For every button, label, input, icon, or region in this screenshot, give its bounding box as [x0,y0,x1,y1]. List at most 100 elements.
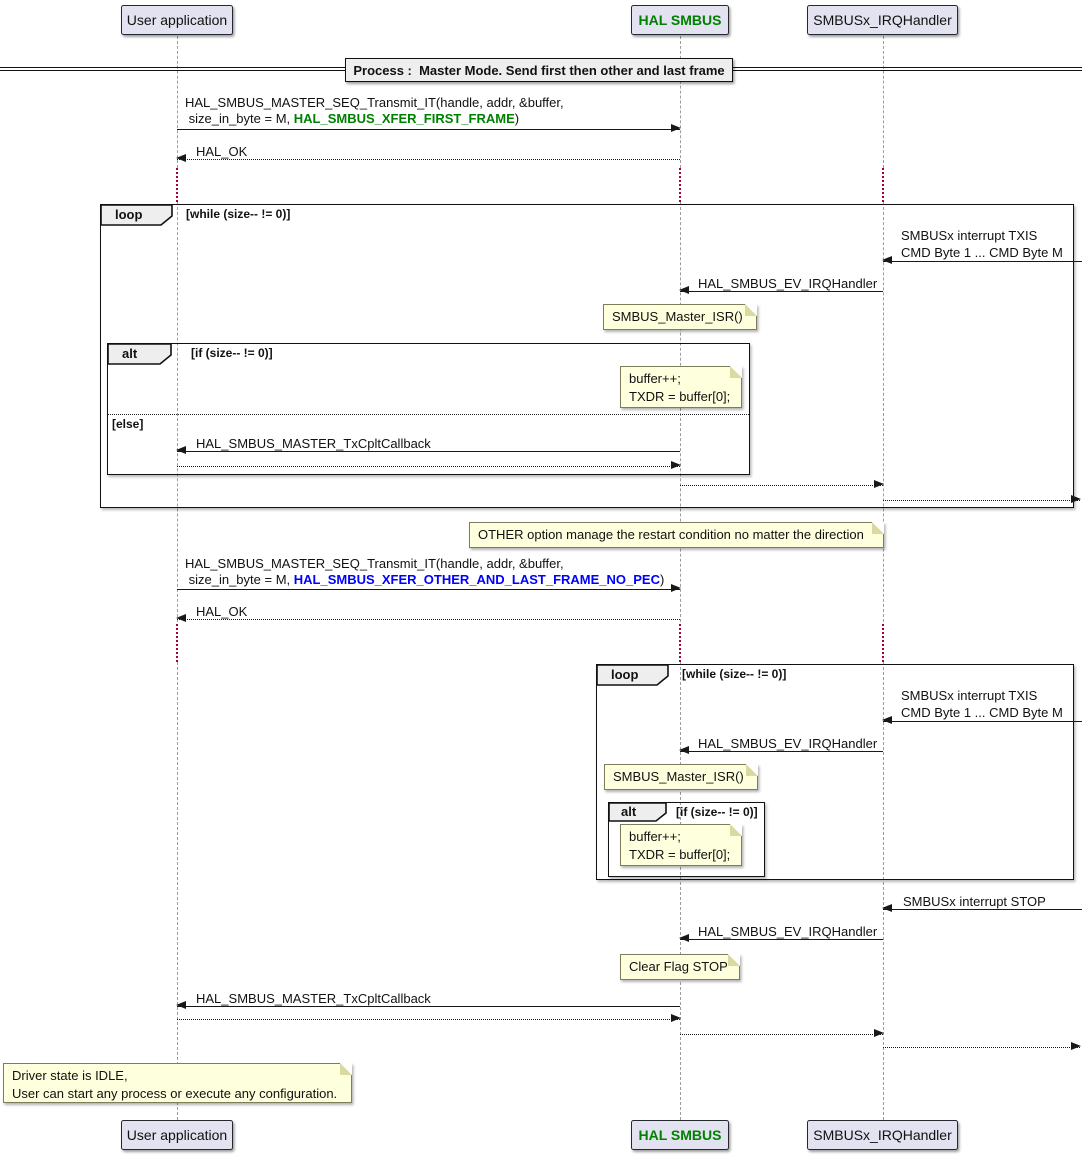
alt1-else-divider [108,414,749,415]
delay-dots [679,168,681,202]
note-text: buffer++; [629,829,681,844]
delay-dots [176,624,178,662]
message-label: HAL_SMBUS_EV_IRQHandler [698,924,877,939]
loop2-frame [596,664,1074,880]
message-label: SMBUSx interrupt TXIS [901,688,1037,703]
arrow-transmit-first [177,124,681,133]
loop2-kind: loop [611,667,639,682]
participant-smbusx-irqhandler-bottom: SMBUSx_IRQHandler [807,1120,958,1150]
participant-label: SMBUSx_IRQHandler [813,1127,952,1143]
participant-label: SMBUSx_IRQHandler [813,12,952,28]
loop1-kind: loop [115,207,143,222]
arrow-ev-irqhandler [679,934,883,943]
participant-smbusx-irqhandler-top: SMBUSx_IRQHandler [807,5,958,35]
lifeline-hal-smbus [680,202,681,622]
note-text: TXDR = buffer[0]; [629,389,731,404]
note-driver-idle: Driver state is IDLE, User can start any … [3,1063,352,1103]
note-text: SMBUS_Master_ISR() [613,769,744,784]
lifeline-hal-smbus [680,36,681,168]
message-text: SMBUSx interrupt TXIS [901,228,1038,243]
message-text: SMBUSx interrupt STOP [903,894,1046,909]
message-text: HAL_SMBUS_MASTER_SEQ_Transmit_IT(handle,… [185,95,564,110]
message-label: HAL_SMBUS_MASTER_TxCpltCallback [196,991,431,1006]
alt2-frame [608,802,765,877]
message-label: HAL_SMBUS_MASTER_SEQ_Transmit_IT(handle,… [185,95,564,110]
participant-label: HAL SMBUS [638,1127,722,1143]
arrow-stop-interrupt [882,904,1082,913]
message-label: CMD Byte 1 ... CMD Byte M [901,705,1063,720]
message-text: size_in_byte = M, [185,572,294,587]
note-text: User can start any process or execute an… [12,1086,338,1101]
participant-label: User application [126,1127,228,1143]
alt2-pentagon [608,802,667,822]
delay-dots [882,168,884,202]
message-text: SMBUSx interrupt TXIS [901,688,1038,703]
participant-user-application-top: User application [121,5,233,35]
note-text: buffer++; [629,371,681,386]
message-label: HAL_OK [196,604,247,619]
message-text: HAL_OK [196,604,248,619]
arrow-transmit-other [177,584,681,593]
message-label: SMBUSx interrupt TXIS [901,228,1037,243]
message-text: ) [514,111,520,126]
note-buffer: buffer++; TXDR = buffer[0]; [620,366,742,408]
arrow-txis-interrupt [882,256,1082,265]
message-text: HAL_OK [196,144,248,159]
note-clear-flag-stop: Clear Flag STOP [620,954,740,980]
message-label: HAL_SMBUS_EV_IRQHandler [698,276,877,291]
arrow-return [177,1014,681,1023]
arrow-txis-interrupt [882,716,1082,725]
xfer-other-last-frame-const: HAL_SMBUS_XFER_OTHER_AND_LAST_FRAME_NO_P… [293,572,660,587]
divider-title: Process : Master Mode. Send first then o… [345,58,733,82]
delay-dots [882,624,884,662]
message-text: HAL_SMBUS_EV_IRQHandler [698,924,878,939]
note-text: OTHER option manage the restart conditio… [478,527,864,542]
arrow-return [177,461,681,470]
xfer-first-frame-const: HAL_SMBUS_XFER_FIRST_FRAME [293,111,515,126]
lifeline-smbusx-irqhandler [883,36,884,168]
message-label: HAL_SMBUS_EV_IRQHandler [698,736,877,751]
message-text: CMD Byte 1 ... CMD Byte M [901,705,1063,720]
alt1-pentagon [107,343,172,365]
arrow-txcplt-callback [176,1001,680,1010]
message-text: CMD Byte 1 ... CMD Byte M [901,245,1063,260]
participant-label: HAL SMBUS [638,12,722,28]
delay-dots [176,168,178,202]
arrow-return [680,1029,884,1038]
arrow-return [883,1042,1081,1051]
loop2-guard: [while (size-- != 0)] [682,667,787,681]
lifeline-smbusx-irqhandler [883,202,884,622]
alt1-guard: [if (size-- != 0)] [191,346,273,360]
lifeline-user-application [177,202,178,622]
note-text: Driver state is IDLE, [12,1068,128,1083]
lifeline-smbusx-irqhandler [883,662,884,1120]
message-label: size_in_byte = M, HAL_SMBUS_XFER_OTHER_A… [185,572,665,587]
arrow-ev-irqhandler [679,286,883,295]
loop1-pentagon [100,204,173,226]
loop2-pentagon [596,664,669,686]
alt1-frame [107,343,750,475]
note-other-option: OTHER option manage the restart conditio… [469,522,884,548]
message-text: HAL_SMBUS_EV_IRQHandler [698,276,878,291]
alt2-kind: alt [621,804,637,819]
arrow-hal-ok-return [176,154,680,163]
message-label: SMBUSx interrupt STOP [903,894,1046,909]
note-master-isr: SMBUS_Master_ISR() [604,764,758,790]
alt1-kind: alt [122,346,138,361]
note-text: TXDR = buffer[0]; [629,847,731,862]
alt1-else-label: [else] [112,417,144,431]
note-master-isr: SMBUS_Master_ISR() [603,304,757,330]
participant-label: User application [126,12,228,28]
participant-hal-smbus-top: HAL SMBUS [631,5,729,35]
arrow-ev-irqhandler [679,746,883,755]
lifeline-hal-smbus [680,662,681,1120]
arrow-txcplt-callback [176,446,680,455]
message-label: CMD Byte 1 ... CMD Byte M [901,245,1063,260]
note-text: Clear Flag STOP [629,959,728,974]
message-label: HAL_OK [196,144,247,159]
message-label: HAL_SMBUS_MASTER_TxCpltCallback [196,436,431,451]
note-buffer: buffer++; TXDR = buffer[0]; [620,824,742,866]
note-text: SMBUS_Master_ISR() [612,309,743,324]
divider-title-text: Process : Master Mode. Send first then o… [353,62,725,78]
